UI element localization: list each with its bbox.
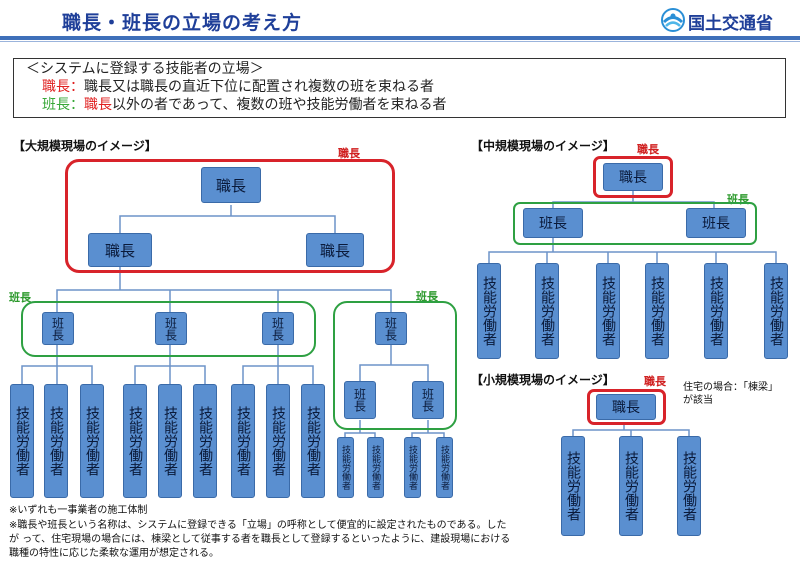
shokucho-frame-medium	[593, 156, 673, 198]
footnote-3: が って、住宅現場の場合には、棟梁として従事する者を職長として登録するといったよ…	[9, 534, 511, 545]
node-worker-s1: 技能労働者	[561, 436, 585, 536]
node-hancho-6: 班長	[412, 381, 444, 419]
label-shokucho-large: 職長	[338, 147, 360, 160]
header-rule-thin	[0, 41, 800, 42]
shokucho-term: 職長：	[42, 79, 84, 95]
footnote-1: ※いずれも一事業者の施工体制	[9, 505, 148, 516]
brand-name: 国土交通省	[688, 14, 773, 34]
hancho-frame-medium	[513, 202, 757, 245]
mlit-logo-icon	[661, 8, 685, 32]
footnote-4: 職種の特性に応じた柔軟な運用が想定される。	[9, 548, 219, 559]
hancho-term: 班長：	[42, 97, 84, 113]
node-shokucho-medium: 職長	[603, 163, 663, 191]
node-worker-l7: 技能労働者	[231, 384, 255, 498]
node-hancho-m1: 班長	[523, 208, 583, 238]
definition-box: ＜システムに登録する技能者の立場＞ 職長：職長又は職長の直近下位に配置され複数の…	[13, 58, 786, 118]
node-worker-l10: 技能労働者	[337, 437, 354, 498]
node-worker-s3: 技能労働者	[677, 436, 701, 536]
node-worker-l8: 技能労働者	[266, 384, 290, 498]
section-medium: 【中規模現場のイメージ】	[471, 139, 615, 153]
section-small: 【小規模現場のイメージ】	[471, 373, 615, 387]
node-worker-m1: 技能労働者	[477, 263, 501, 359]
shokucho-desc: 職長又は職長の直近下位に配置され複数の班を束ねる者	[84, 79, 434, 95]
node-worker-l4: 技能労働者	[123, 384, 147, 498]
page-title: 職長・班長の立場の考え方	[62, 12, 303, 34]
node-worker-m3: 技能労働者	[596, 263, 620, 359]
node-hancho-m2: 班長	[686, 208, 746, 238]
hancho-desc: 以外の者であって、複数の班や技能労働者を束ねる者	[112, 97, 447, 113]
small-note: 住宅の場合：「棟梁」 が該当	[683, 382, 778, 406]
node-shokucho-top: 職長	[201, 167, 261, 203]
definition-hancho: 班長：職長以外の者であって、複数の班や技能労働者を束ねる者	[42, 97, 446, 114]
shokucho-frame-small	[587, 389, 666, 425]
definition-shokucho: 職長：職長又は職長の直近下位に配置され複数の班を束ねる者	[42, 79, 434, 96]
node-worker-l12: 技能労働者	[404, 437, 421, 498]
shokucho-frame-large	[65, 159, 395, 273]
node-hancho-2: 班長	[155, 312, 187, 345]
node-worker-l11: 技能労働者	[367, 437, 384, 498]
label-hancho-left: 班長	[9, 291, 31, 304]
node-worker-l5: 技能労働者	[158, 384, 182, 498]
node-hancho-5: 班長	[344, 381, 376, 419]
label-shokucho-medium: 職長	[637, 143, 659, 156]
node-worker-l2: 技能労働者	[44, 384, 68, 498]
node-worker-m5: 技能労働者	[704, 263, 728, 359]
node-worker-l13: 技能労働者	[436, 437, 453, 498]
brand-logo: 国土交通省	[660, 7, 790, 34]
node-shokucho-left: 職長	[88, 233, 152, 267]
node-worker-l1: 技能労働者	[10, 384, 34, 498]
hancho-frame-left	[21, 301, 316, 357]
node-hancho-1: 班長	[42, 312, 74, 345]
header-rule	[0, 36, 800, 40]
node-shokucho-right: 職長	[306, 233, 364, 267]
node-worker-s2: 技能労働者	[619, 436, 643, 536]
label-shokucho-small: 職長	[644, 375, 666, 388]
label-hancho-right: 班長	[416, 290, 438, 303]
definition-heading: ＜システムに登録する技能者の立場＞	[26, 61, 264, 77]
node-worker-l3: 技能労働者	[80, 384, 104, 498]
node-worker-m2: 技能労働者	[535, 263, 559, 359]
hancho-frame-right	[333, 301, 457, 430]
section-large: 【大規模現場のイメージ】	[13, 139, 157, 153]
hancho-emph: 職長	[84, 97, 112, 113]
footnote-2: ※職長や班長という名称は、システムに登録できる「立場」の呼称として便宜的に設定さ…	[9, 520, 507, 531]
node-hancho-3: 班長	[262, 312, 294, 345]
node-worker-l9: 技能労働者	[301, 384, 325, 498]
node-shokucho-small: 職長	[596, 394, 656, 420]
node-worker-m6: 技能労働者	[764, 263, 788, 359]
node-worker-m4: 技能労働者	[645, 263, 669, 359]
node-hancho-4: 班長	[375, 312, 407, 345]
node-worker-l6: 技能労働者	[193, 384, 217, 498]
